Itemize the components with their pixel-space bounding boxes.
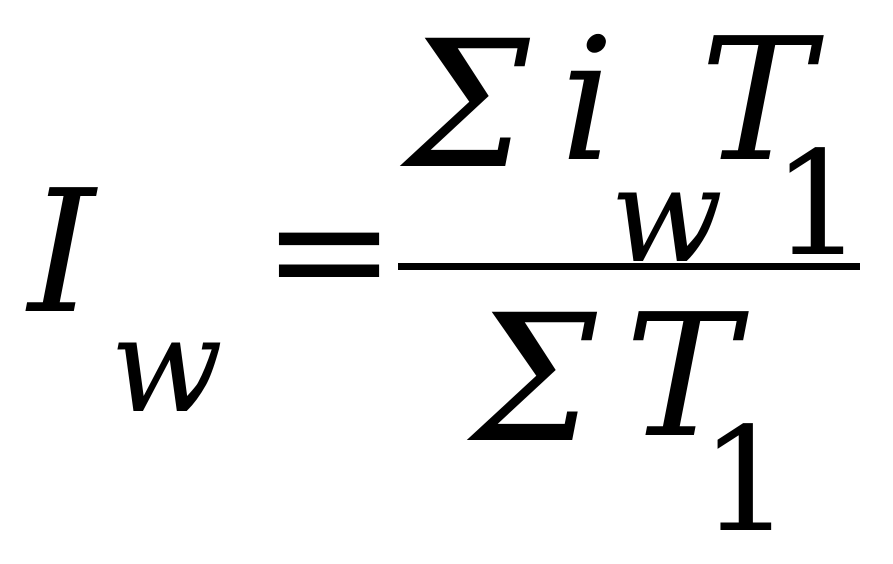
- numerator-factor-subscript: 1: [772, 120, 864, 288]
- denominator-sum-symbol: Σ: [472, 277, 597, 482]
- numerator-factor: T: [700, 2, 814, 200]
- numerator-sum-symbol: Σ: [405, 3, 530, 208]
- denominator-factor-subscript: 1: [700, 396, 792, 564]
- lhs-symbol: I: [28, 154, 96, 352]
- equals-sign: =: [262, 156, 397, 343]
- fraction-bar: [398, 263, 860, 270]
- lhs-subscript: w: [110, 289, 223, 443]
- denominator-factor: T: [625, 278, 739, 476]
- numerator-variable: i: [560, 2, 615, 200]
- numerator-variable-subscript: w: [610, 139, 723, 293]
